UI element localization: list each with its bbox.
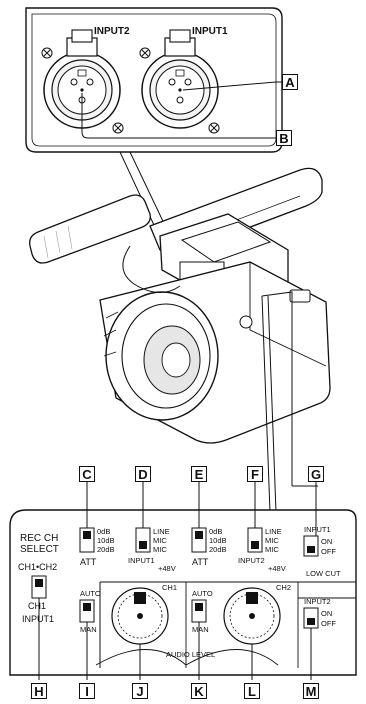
att1-opt3: 20dB [97, 546, 115, 554]
att2-opt1: 0dB [209, 528, 222, 536]
camcorder-illustration [30, 168, 330, 443]
callout-f: F [247, 466, 263, 482]
callout-e: E [191, 466, 207, 482]
lowcut2-off: OFF [321, 620, 336, 628]
type2-opt3: MIC [265, 546, 279, 554]
type1-opt2: MIC [153, 537, 167, 545]
lowcut1-on: ON [321, 538, 332, 546]
callout-d: D [135, 466, 151, 482]
att1-opt2: 10dB [97, 537, 115, 545]
att2-opt2: 10dB [209, 537, 227, 545]
type2-label: INPUT2 [238, 557, 265, 565]
input1-connector-label: INPUT1 [192, 26, 228, 37]
input2-connector-label: INPUT2 [94, 26, 130, 37]
callout-b: B [276, 130, 292, 146]
lowcut2-on: ON [321, 610, 332, 618]
audio-level-dial-ch2 [224, 588, 280, 644]
att1-label: ATT [80, 557, 96, 567]
ch1-dial-label: CH1 [162, 584, 177, 592]
att2-label: ATT [192, 557, 208, 567]
callout-m: M [303, 683, 319, 699]
type1-label: INPUT1 [128, 557, 155, 565]
callout-k: K [191, 683, 207, 699]
type2-sub: +48V [268, 565, 286, 573]
callout-g: G [308, 466, 324, 482]
ch1-label: CH1 [28, 601, 46, 611]
callout-i: I [79, 683, 95, 699]
rec-ch-select-label-2: SELECT [20, 544, 59, 555]
type1-opt3: MIC [153, 546, 167, 554]
low-cut-label: LOW CUT [306, 570, 341, 578]
callout-l: L [244, 683, 260, 699]
type2-opt2: MIC [265, 537, 279, 545]
ch1-ch2-label: CH1•CH2 [18, 562, 57, 572]
ch2-dial-label: CH2 [276, 584, 291, 592]
audio-level-dial-ch1 [112, 588, 168, 644]
att2-opt3: 20dB [209, 546, 227, 554]
type1-sub: +48V [158, 565, 176, 573]
type1-opt1: LINE [153, 528, 170, 536]
audio-level-label: AUDIO LEVEL [166, 651, 215, 659]
callout-c: C [79, 466, 95, 482]
lowcut2-title: INPUT2 [304, 598, 331, 606]
lowcut1-title: INPUT1 [304, 526, 331, 534]
callout-h: H [31, 683, 47, 699]
type2-opt1: LINE [265, 528, 282, 536]
auto2-label: AUTO [192, 590, 213, 598]
callout-a: A [282, 74, 298, 90]
att1-opt1: 0dB [97, 528, 110, 536]
callout-j: J [132, 683, 148, 699]
rec-ch-select-label-1: REC CH [20, 533, 58, 544]
man2-label: MAN [192, 626, 209, 634]
input1-label: INPUT1 [22, 614, 54, 624]
auto1-label: AUTO [80, 590, 101, 598]
man1-label: MAN [80, 626, 97, 634]
lowcut1-off: OFF [321, 548, 336, 556]
